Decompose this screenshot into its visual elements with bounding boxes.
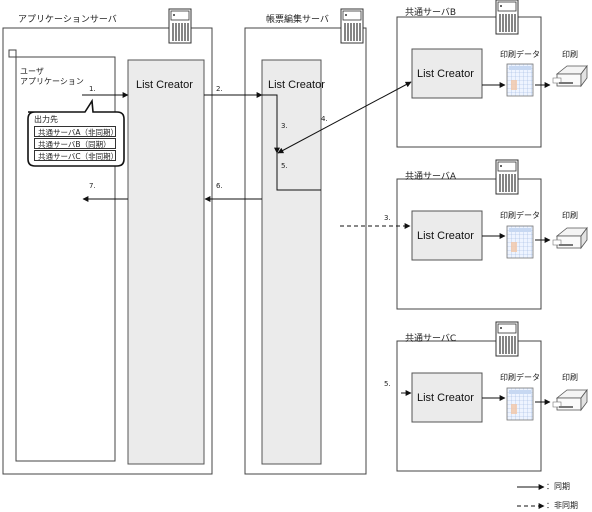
common-a-title: 共通サーバA [405, 172, 457, 182]
common-c-frame [396, 340, 542, 472]
legend-sync-label: ：同期 [546, 482, 570, 491]
list-creator-label: List Creator [417, 392, 474, 404]
print-data-document-icon [506, 63, 534, 97]
printer-icon [552, 64, 588, 88]
form-server-title: 帳票編集サーバ [266, 15, 329, 25]
print-data-document-icon [506, 225, 534, 259]
print-data-label: 印刷データ [500, 50, 540, 59]
output-row: 共通サーバC（非同期） [34, 150, 118, 161]
list-creator-box-b [411, 48, 483, 99]
list-creator-box-c [411, 372, 483, 423]
common-a-frame [396, 178, 542, 310]
window-corner-icon [8, 49, 17, 58]
legend-async-label: ：非同期 [546, 501, 578, 510]
output-row: 共通サーバA（非同期） [34, 126, 118, 137]
list-creator-label: List Creator [417, 68, 474, 80]
form-server-frame [244, 27, 367, 475]
output-row: 共通サーバB（同期） [34, 138, 116, 149]
list-creator-label: List Creator [268, 79, 325, 91]
server-tower-icon [495, 321, 519, 357]
print-data-label: 印刷データ [500, 211, 540, 220]
list-creator-column-app [127, 59, 205, 465]
output-heading: 出力先 [34, 115, 58, 124]
step-label-5: 5. [281, 162, 288, 170]
arrow-step-3 [262, 94, 280, 154]
list-creator-label: List Creator [136, 79, 193, 91]
list-creator-box-a [411, 210, 483, 261]
step-label-7: 7. [89, 182, 96, 190]
arrow-step-5 [276, 153, 321, 191]
user-app-label-line1: ユーザ [20, 67, 44, 76]
print-label: 印刷 [562, 50, 578, 59]
print-data-label: 印刷データ [500, 373, 540, 382]
server-tower-icon [495, 159, 519, 195]
server-tower-icon [340, 8, 364, 44]
app-server-title: アプリケーションサーバ [18, 15, 117, 25]
app-server-frame [2, 27, 213, 475]
print-data-document-icon [506, 387, 534, 421]
step-label-3: 3. [281, 122, 288, 130]
list-creator-label: List Creator [417, 230, 474, 242]
common-c-title: 共通サーバC [405, 334, 457, 344]
list-creator-column-form [261, 59, 322, 465]
printer-icon [552, 226, 588, 250]
printer-icon [552, 388, 588, 412]
arrow-step-4 [277, 81, 412, 154]
step-label-1: 1. [89, 85, 96, 93]
step-label-6: 6. [216, 182, 223, 190]
print-label: 印刷 [562, 211, 578, 220]
user-app-label-line2: アプリケーション [20, 77, 84, 86]
print-label: 印刷 [562, 373, 578, 382]
common-b-title: 共通サーバB [405, 8, 457, 18]
step-label-4: 4. [321, 115, 328, 123]
server-tower-icon [168, 8, 192, 44]
step-label-a3: 3. [384, 214, 391, 222]
step-label-2: 2. [216, 85, 223, 93]
server-tower-icon [495, 0, 519, 35]
step-label-c5: 5. [384, 380, 391, 388]
